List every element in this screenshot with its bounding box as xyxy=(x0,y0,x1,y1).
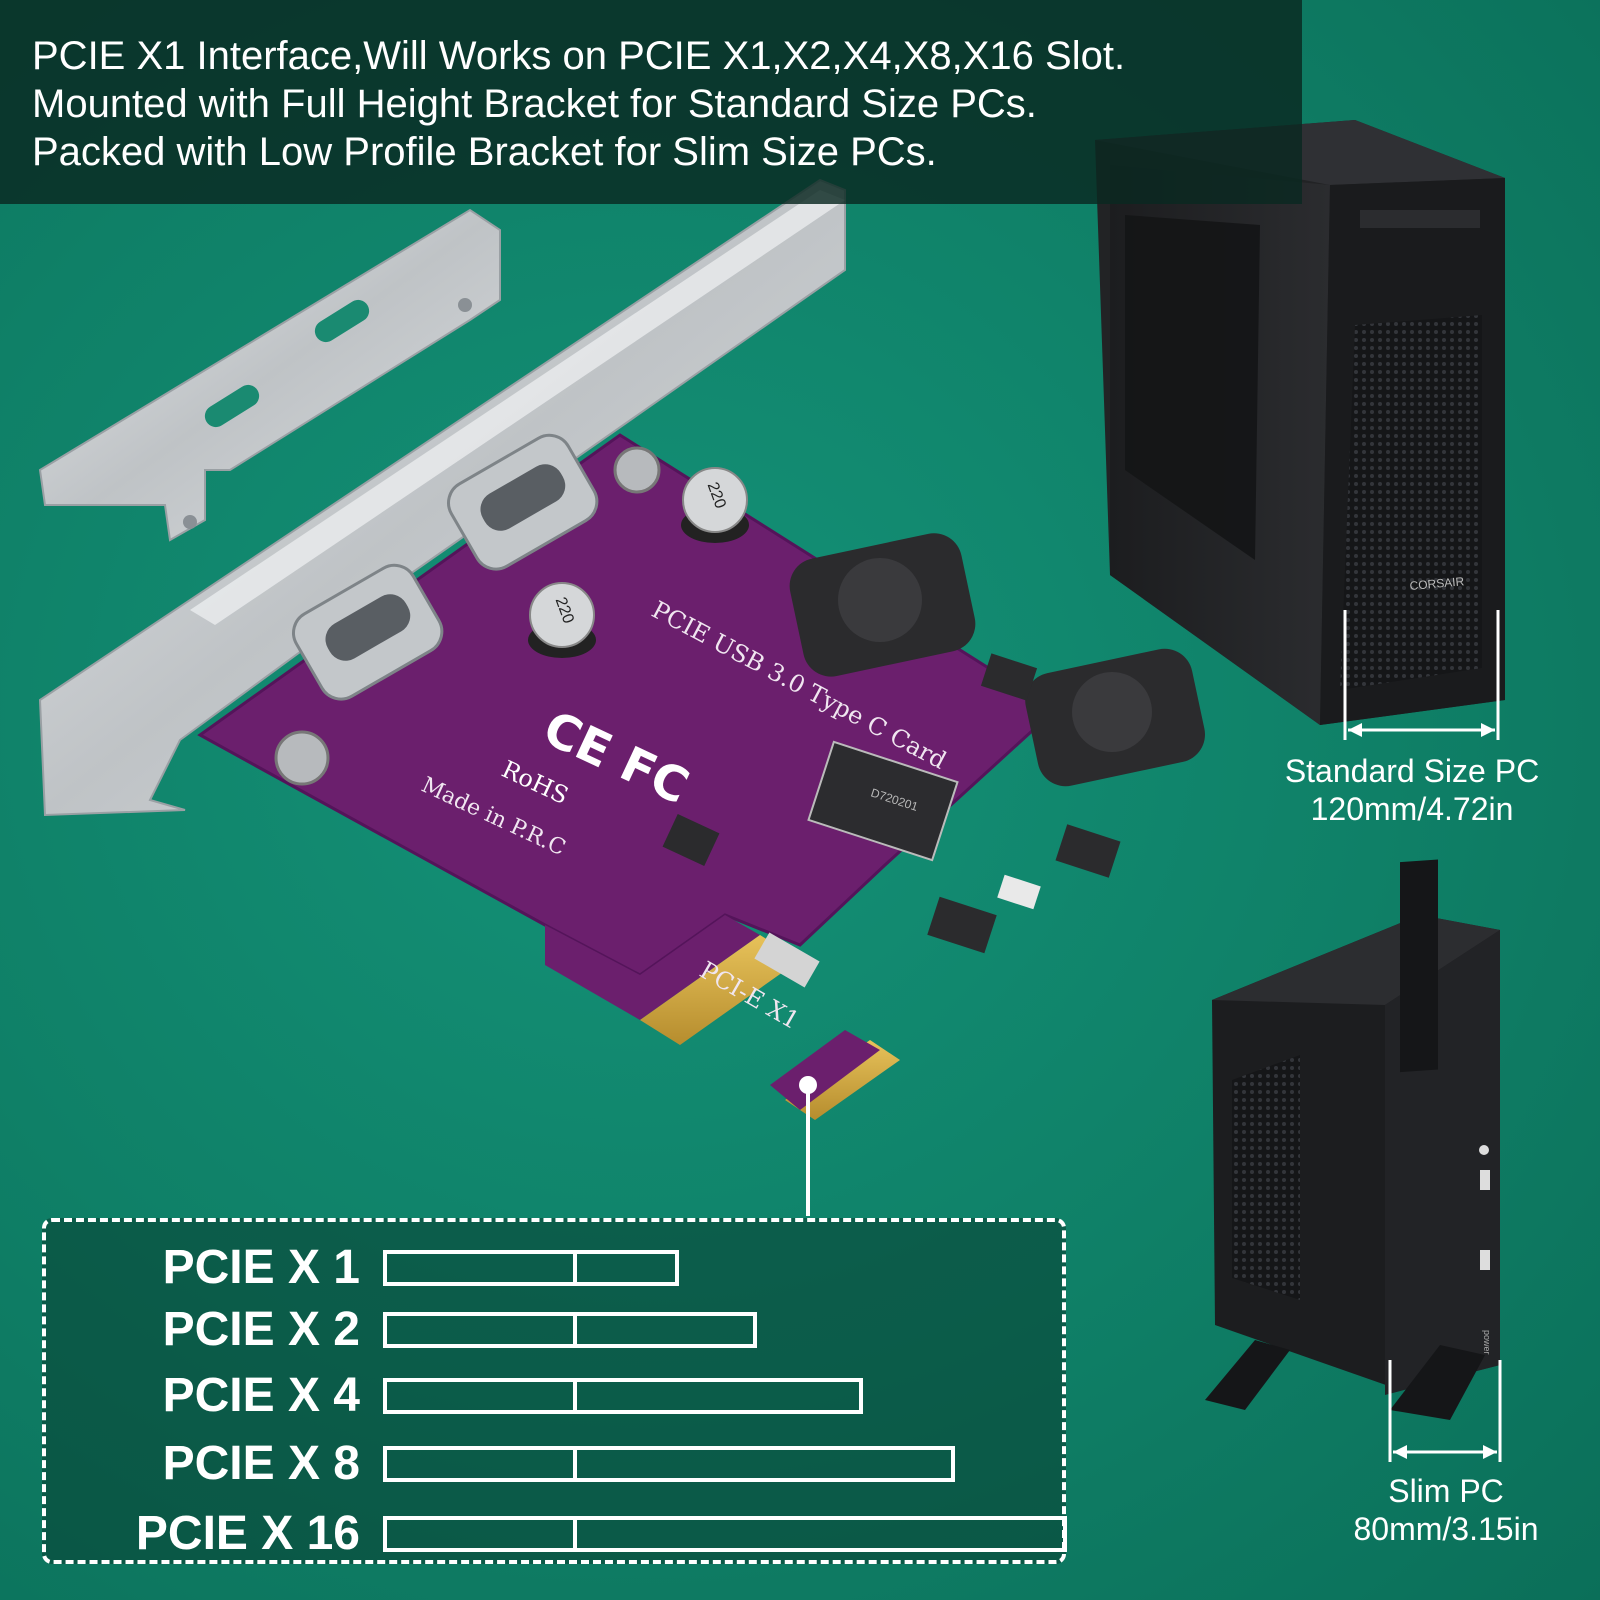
ic-4r7 xyxy=(662,813,720,867)
slot-bar-x8 xyxy=(383,1446,955,1482)
slot-row-x2: PCIE X 2 xyxy=(46,1302,1070,1358)
usb-c-port-bottom xyxy=(292,563,444,701)
capacitor-1: 220 xyxy=(681,467,749,543)
low-profile-bracket xyxy=(38,208,501,542)
connector-line xyxy=(799,1076,817,1216)
slot-label-x16: PCIE X 16 xyxy=(135,1507,360,1560)
slim-pc-label: Slim PC 80mm/3.15in xyxy=(1316,1472,1576,1548)
slot-bar-x2 xyxy=(383,1312,757,1348)
slim-pc-size: 80mm/3.15in xyxy=(1353,1511,1539,1547)
header-line-1: PCIE X1 Interface,Will Works on PCIE X1,… xyxy=(32,34,1126,78)
slot-label-x4: PCIE X 4 xyxy=(162,1369,360,1422)
resistor-t200 xyxy=(754,932,820,988)
slot-compatibility-panel: PCIE X 1 PCIE X 2 PCIE X 4 PCIE X 8 PCIE… xyxy=(42,1218,1067,1564)
header-band: PCIE X1 Interface,Will Works on PCIE X1,… xyxy=(0,0,1302,204)
standard-pc-brand: CORSAIR xyxy=(1409,574,1465,593)
screw-bottom xyxy=(274,730,330,786)
usb-c-port-top xyxy=(447,433,599,571)
slot-label-x8: PCIE X 8 xyxy=(162,1437,360,1490)
ic-gmc-2 xyxy=(1055,824,1121,878)
capacitor-2: 220 xyxy=(528,582,596,658)
front-mesh-panel xyxy=(1340,315,1482,690)
ic-gmc-1 xyxy=(980,653,1038,701)
ic-puya xyxy=(927,896,997,954)
edge-connector-b xyxy=(785,1040,900,1120)
standard-pc-label: Standard Size PC 120mm/4.72in xyxy=(1262,752,1562,828)
slot-bar-x1 xyxy=(383,1250,679,1286)
standard-tower-pc: CORSAIR xyxy=(1095,120,1505,740)
slot-row-x16: PCIE X 16 xyxy=(46,1506,1070,1562)
edge-connector-a xyxy=(640,935,800,1045)
screw-top xyxy=(613,446,661,494)
usb-controller-chip xyxy=(807,740,959,862)
slot-row-x1: PCIE X 1 xyxy=(46,1240,1070,1296)
slim-pc-badge: power xyxy=(1482,1330,1492,1355)
slim-pc-name: Slim PC xyxy=(1388,1473,1504,1509)
slim-pc: power xyxy=(1205,859,1502,1462)
slot-row-x8: PCIE X 8 xyxy=(46,1436,1070,1492)
slot-label-x2: PCIE X 2 xyxy=(162,1303,360,1356)
slot-bar-x16 xyxy=(383,1516,1067,1552)
slot-bar-x4 xyxy=(383,1378,863,1414)
header-line-3: Packed with Low Profile Bracket for Slim… xyxy=(32,130,937,174)
slot-label-x1: PCIE X 1 xyxy=(162,1241,360,1294)
header-line-2: Mounted with Full Height Bracket for Sta… xyxy=(32,82,1037,126)
standard-pc-name: Standard Size PC xyxy=(1284,753,1540,789)
crystal xyxy=(997,874,1041,910)
slot-row-x4: PCIE X 4 xyxy=(46,1368,1070,1424)
standard-pc-size: 120mm/4.72in xyxy=(1310,791,1514,827)
